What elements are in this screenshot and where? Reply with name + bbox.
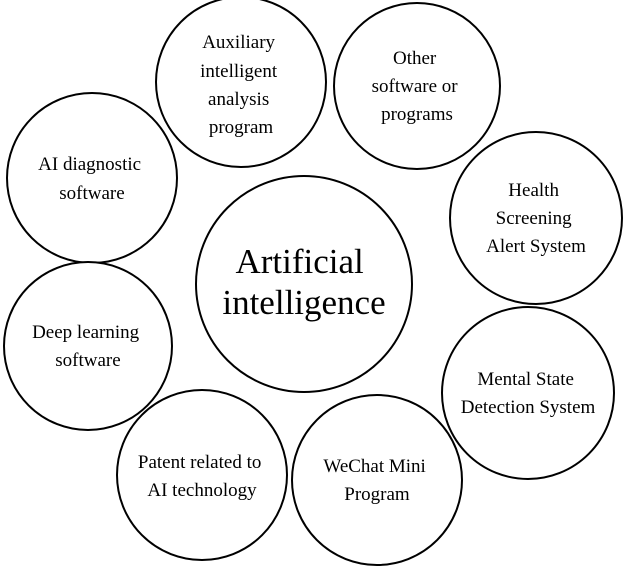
bubble-label-line: Auxiliary [202, 32, 275, 53]
bubble-label: Mental State Detection System [461, 369, 596, 418]
bubble-label-line: intelligent [200, 61, 278, 82]
bubble-ai-diagnostic-software: AI diagnostic software [6, 92, 178, 264]
bubble-wechat-mini-program: WeChat Mini Program [291, 394, 463, 566]
bubble-label-line: Detection System [461, 397, 596, 418]
bubble-circle [6, 92, 178, 264]
bubble-patent-related-to-ai-technology: Patent related to AI technology [116, 389, 288, 561]
bubble-label: Health Screening Alert System [486, 180, 586, 257]
bubble-label-line: programs [381, 104, 453, 125]
bubble-auxiliary-intelligent-analysis-program: Auxiliary intelligent analysis program [155, 0, 327, 168]
bubble-label: AI diagnostic software [38, 154, 146, 204]
bubble-label-line: Alert System [486, 236, 586, 257]
center-circle [195, 175, 413, 393]
bubble-label-line: program [209, 117, 274, 138]
bubble-label-line: AI technology [147, 480, 257, 501]
bubble-label-line: Screening [496, 208, 572, 229]
bubble-label: Auxiliary intelligent analysis program [200, 32, 282, 138]
bubble-label: Deep learning software [32, 322, 144, 371]
bubble-label-line: WeChat Mini [323, 456, 425, 477]
bubble-circle [441, 306, 615, 480]
bubble-label: WeChat Mini Program [323, 456, 430, 505]
bubble-label-line: software or [372, 76, 459, 97]
center-label-line-2: intelligence [222, 283, 385, 322]
bubble-label-line: Patent related to [138, 452, 261, 473]
bubble-circle [291, 394, 463, 566]
bubble-label-line: Health [508, 180, 559, 201]
bubble-deep-learning-software: Deep learning software [3, 261, 173, 431]
bubble-label: Other software or programs [372, 48, 463, 125]
bubble-label-line: analysis [208, 89, 269, 110]
bubble-label-line: Program [344, 484, 410, 505]
bubble-circle [155, 0, 327, 168]
bubble-circle [116, 389, 288, 561]
bubble-circle [3, 261, 173, 431]
bubble-label-line: software [59, 183, 124, 204]
bubble-label-line: Deep learning [32, 322, 140, 343]
bubble-label-line: AI diagnostic [38, 154, 141, 175]
bubble-label: Patent related to AI technology [138, 452, 266, 501]
bubble-label-line: Mental State [477, 369, 574, 390]
center-label-line-1: Artificial [235, 242, 364, 281]
bubble-mental-state-detection-system: Mental State Detection System [441, 306, 615, 480]
bubble-circle [333, 2, 501, 170]
center-label: Artificial intelligence [222, 242, 385, 322]
bubble-health-screening-alert-system: Health Screening Alert System [449, 131, 623, 305]
bubble-label-line: software [55, 350, 120, 371]
bubble-other-software-or-programs: Other software or programs [333, 2, 501, 170]
bubble-circle [449, 131, 623, 305]
center-node: Artificial intelligence [195, 175, 413, 393]
bubble-label-line: Other [393, 48, 437, 69]
